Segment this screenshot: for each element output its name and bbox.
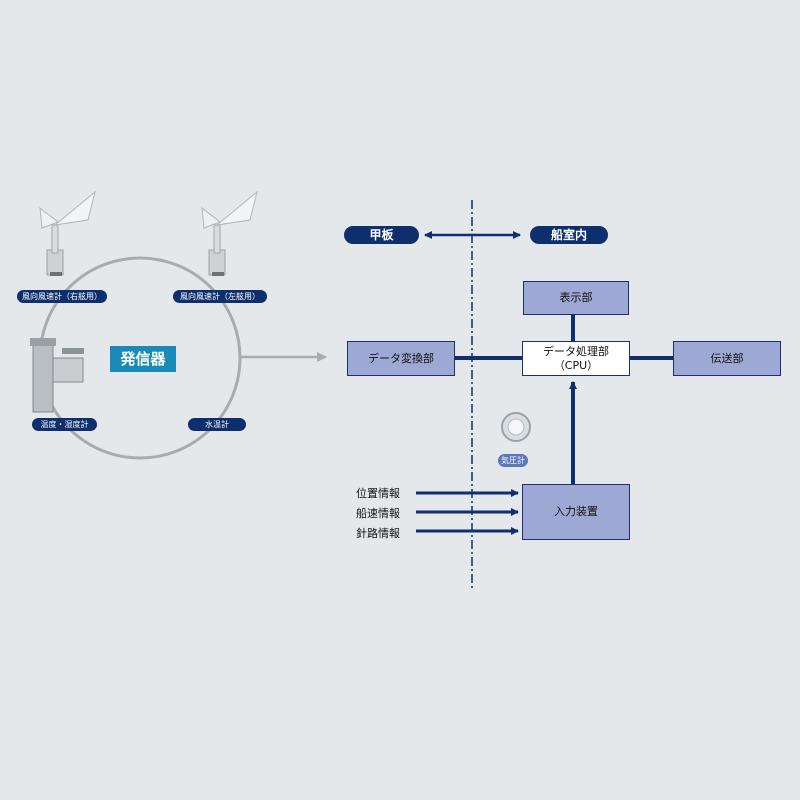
thermo-hygrometer-icon xyxy=(30,338,84,413)
position-info-label: 位置情報 xyxy=(356,487,400,500)
cabin-label: 船室内 xyxy=(530,226,608,244)
display-block-label: 表示部 xyxy=(559,291,593,304)
heading-info-label: 針路情報 xyxy=(356,527,400,540)
input-device-label: 入力装置 xyxy=(554,505,598,518)
cpu-label: （CPU） xyxy=(553,358,599,372)
transmitter-label: 発信器 xyxy=(110,346,176,372)
wind-right-label: 風向風速計（右舷用） xyxy=(17,290,107,303)
barometer-label: 気圧計 xyxy=(498,454,528,467)
water-temp-label: 水温計 xyxy=(188,418,246,431)
anemometer-right-icon xyxy=(39,190,96,276)
display-block: 表示部 xyxy=(523,281,629,315)
anemometer-left-icon xyxy=(201,190,258,276)
input-device-block: 入力装置 xyxy=(522,484,630,540)
deck-label: 甲板 xyxy=(344,226,419,244)
data-conversion-label: データ変換部 xyxy=(368,351,434,365)
speed-info-label: 船速情報 xyxy=(356,507,400,520)
barometer-icon xyxy=(501,412,531,442)
wind-left-label: 風向風速計（左舷用） xyxy=(173,290,267,303)
data-conversion-block: データ変換部 xyxy=(347,341,455,376)
transmission-label: 伝送部 xyxy=(710,351,744,365)
temp-humidity-label: 温度・湿度計 xyxy=(32,418,97,431)
data-processing-label: データ処理部 xyxy=(543,344,609,358)
data-processing-block: データ処理部 （CPU） xyxy=(522,341,630,376)
transmission-block: 伝送部 xyxy=(673,341,781,376)
